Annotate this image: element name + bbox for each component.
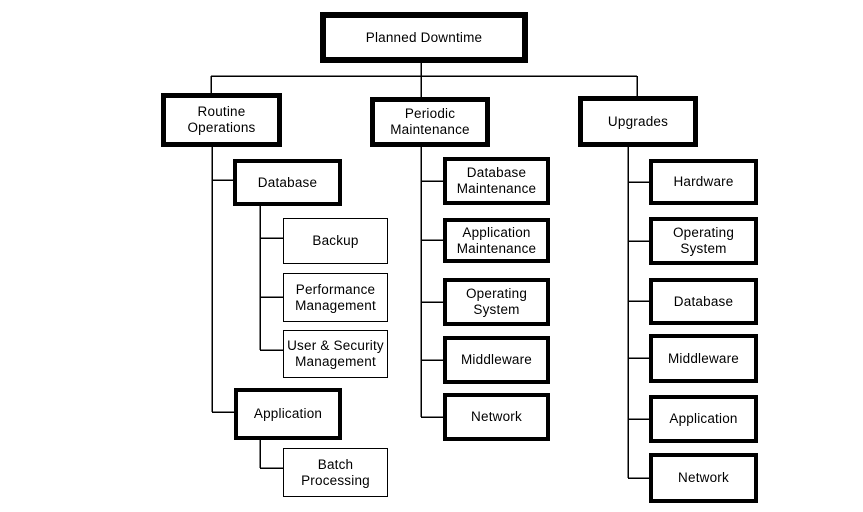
node-application: Application	[234, 388, 342, 440]
node-operating-system-maintenance: Operating System	[443, 278, 550, 326]
node-batch-processing: Batch Processing	[283, 448, 388, 497]
node-performance-management: Performance Management	[283, 273, 388, 322]
node-upgrades: Upgrades	[578, 96, 698, 147]
node-routine-operations: Routine Operations	[161, 93, 282, 147]
node-application-maintenance: Application Maintenance	[443, 218, 550, 263]
node-backup: Backup	[283, 218, 388, 264]
node-user-security-management: User & Security Management	[283, 330, 388, 378]
node-planned-downtime: Planned Downtime	[320, 12, 528, 63]
node-middleware-maintenance: Middleware	[443, 336, 550, 384]
node-middleware-upgrade: Middleware	[649, 334, 758, 383]
node-network-upgrade: Network	[649, 453, 758, 503]
node-database-upgrade: Database	[649, 278, 758, 325]
node-periodic-maintenance: Periodic Maintenance	[370, 97, 490, 147]
node-network-maintenance: Network	[443, 393, 550, 441]
node-application-upgrade: Application	[649, 395, 758, 443]
node-database-maintenance: Database Maintenance	[443, 157, 550, 205]
node-database: Database	[233, 159, 342, 206]
node-hardware-upgrade: Hardware	[649, 159, 758, 205]
node-operating-system-upgrade: Operating System	[649, 217, 758, 265]
